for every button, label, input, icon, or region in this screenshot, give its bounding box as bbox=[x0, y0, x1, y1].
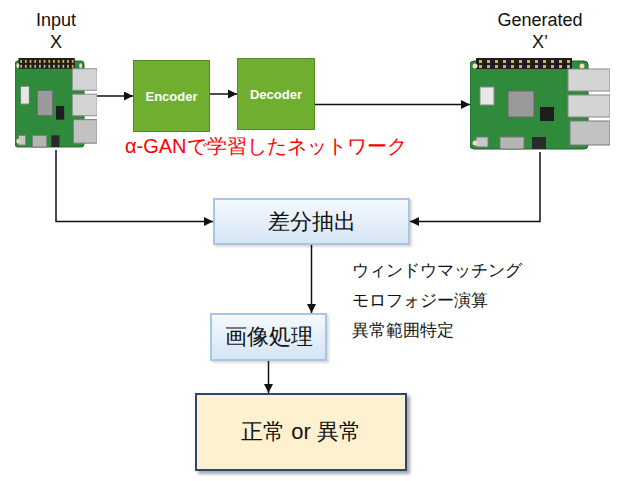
flow-arrow bbox=[56, 150, 213, 222]
image-heading-text: X bbox=[36, 31, 76, 53]
decoder-box: Decoder bbox=[237, 58, 315, 130]
process-box: 画像処理 bbox=[210, 313, 327, 361]
flow-arrow bbox=[210, 93, 237, 95]
flow-arrow bbox=[311, 245, 313, 313]
image-heading-text: Input bbox=[36, 9, 76, 31]
result-box: 正常 or 異常 bbox=[195, 393, 407, 471]
raspberry-pi-photo bbox=[15, 58, 97, 147]
image-heading-text: X’ bbox=[497, 31, 582, 53]
image-heading-text: Generated bbox=[497, 9, 582, 31]
encoder-box: Encoder bbox=[133, 60, 210, 132]
step-note: ウィンドウマッチング bbox=[352, 259, 522, 282]
process-box: 差分抽出 bbox=[213, 198, 410, 245]
raspberry-pi-photo bbox=[470, 58, 610, 149]
box-text: 差分抽出 bbox=[268, 207, 356, 237]
box-text: 正常 or 異常 bbox=[241, 417, 361, 447]
box-text: Decoder bbox=[250, 87, 302, 102]
box-text: 画像処理 bbox=[225, 322, 313, 352]
image-heading: InputX bbox=[36, 9, 76, 53]
image-heading: GeneratedX’ bbox=[497, 9, 582, 53]
step-note: モロフォジー演算 bbox=[352, 289, 488, 312]
step-note: 異常範囲特定 bbox=[352, 319, 454, 342]
box-text: Encoder bbox=[145, 89, 197, 104]
generated-image: GeneratedX’ bbox=[470, 57, 610, 152]
network-note: α-GANで学習したネットワーク bbox=[125, 133, 407, 160]
flow-arrow bbox=[315, 104, 470, 106]
flow-arrow bbox=[410, 152, 540, 222]
flow-arrow bbox=[97, 95, 133, 97]
flow-arrow bbox=[268, 361, 270, 393]
input-image: InputX bbox=[15, 57, 97, 150]
